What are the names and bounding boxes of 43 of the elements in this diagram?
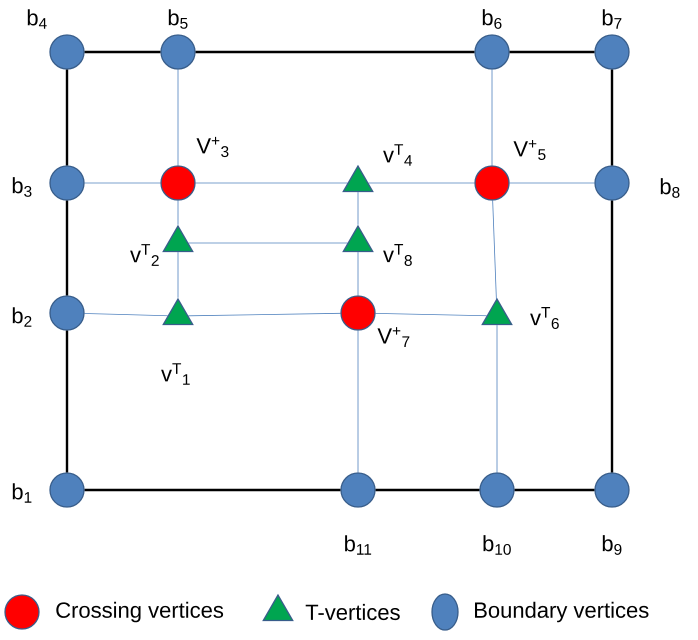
connector-line xyxy=(66,70,68,166)
vertex-label: b$_{1}$ xyxy=(12,483,32,503)
vertex-label: v$^{T}$6 xyxy=(530,307,559,329)
connector-line xyxy=(84,488,340,492)
vertex-label: v$^{T}$8 xyxy=(383,244,412,266)
vertex-label: b$_{7}$ xyxy=(602,9,622,29)
vertex-label: V$^{+}$5 xyxy=(513,140,546,160)
connector-line xyxy=(188,312,341,316)
legend-label: Crossing vertices xyxy=(56,602,224,622)
connector-line xyxy=(610,200,614,472)
vertex-label: v$^{T}$1 xyxy=(161,363,190,385)
connector-line xyxy=(368,182,475,184)
legend-label: Boundary vertices xyxy=(475,602,648,622)
connector-line xyxy=(610,70,614,166)
vertex-label: b$_{10}$ xyxy=(483,535,511,555)
vertex-label: b$_{3}$ xyxy=(12,177,32,197)
vertex-label: b$_{6}$ xyxy=(482,9,502,29)
connector-line xyxy=(376,488,480,492)
vertex-label: b$_{9}$ xyxy=(602,535,622,555)
connector-line xyxy=(188,242,348,244)
vertex-label: V$^{+}$3 xyxy=(196,136,228,158)
vertex-label: b$_{4}$ xyxy=(28,9,47,29)
connector-line xyxy=(496,324,498,473)
vertex-label: v$^{T}$4 xyxy=(383,144,412,166)
connector-line xyxy=(492,200,497,300)
connector-line xyxy=(509,182,595,184)
connector-line xyxy=(66,200,68,296)
vertex-label: v$^{T}$2 xyxy=(130,244,159,266)
vertex-label: b$_{8}$ xyxy=(660,178,680,198)
vertex-label: b$_{2}$ xyxy=(12,307,32,327)
connector-line xyxy=(196,50,474,54)
connector-line xyxy=(84,182,161,184)
legend-label: T-vertices xyxy=(306,604,400,620)
vertex-label: b$_{11}$ xyxy=(345,535,372,555)
connector-line xyxy=(195,182,348,184)
vertex-label: V$^{+}$7 xyxy=(377,327,410,347)
connector-line xyxy=(514,488,594,492)
connector-line xyxy=(84,50,160,54)
connector-line xyxy=(84,313,168,316)
connector-line xyxy=(510,50,594,54)
connector-line xyxy=(66,330,68,472)
vertex-label: b$_{5}$ xyxy=(168,9,188,29)
connector-line xyxy=(375,312,487,316)
